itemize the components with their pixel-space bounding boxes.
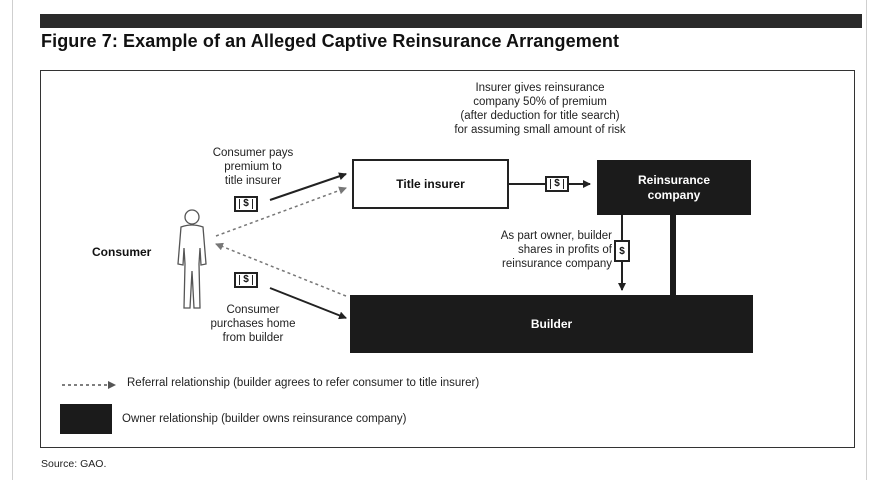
header-rule	[40, 14, 862, 28]
insurer-gives-line: Insurer gives reinsurance	[475, 82, 605, 94]
consumer-label: Consumer	[92, 245, 152, 259]
referral-legend-text: Referral relationship (builder agrees to…	[127, 377, 480, 389]
dollar-bill-icon: $	[234, 272, 258, 288]
consumer-pays-line: title insurer	[224, 175, 282, 187]
dollar-bill-icon: $	[234, 196, 258, 212]
consumer-pays-text: Consumer pays premium to title insurer	[193, 146, 313, 188]
title-insurer-box: Title insurer	[352, 159, 509, 209]
dollar-symbol: $	[239, 275, 253, 285]
dollar-symbol: $	[239, 199, 253, 209]
diagram-frame	[40, 70, 855, 448]
page-border-right	[866, 0, 867, 480]
owner-relationship-connector	[670, 215, 676, 296]
dollar-symbol: $	[550, 179, 564, 189]
reinsurance-label-line: Reinsurance	[637, 172, 711, 187]
source-note: Source: GAO.	[41, 458, 107, 470]
builder-shares-text: As part owner, builder shares in profits…	[432, 229, 612, 271]
insurer-gives-text: Insurer gives reinsurance company 50% of…	[425, 81, 655, 137]
dollar-bill-icon: $	[545, 176, 569, 192]
consumer-purchases-line: from builder	[222, 332, 284, 344]
builder-shares-line: As part owner, builder	[500, 230, 612, 242]
consumer-purchases-line: Consumer	[226, 304, 280, 316]
referral-legend-arrow-icon	[62, 381, 116, 389]
consumer-person-icon	[177, 209, 207, 309]
builder-shares-line: reinsurance company	[502, 258, 612, 270]
builder-shares-line: shares in profits of	[518, 244, 612, 256]
dollar-bill-icon: $	[614, 240, 630, 262]
consumer-pays-line: premium to	[224, 161, 282, 173]
consumer-pays-line: Consumer pays	[212, 147, 294, 159]
owner-legend-text: Owner relationship (builder owns reinsur…	[122, 413, 407, 425]
insurer-gives-line: company 50% of premium	[473, 96, 607, 108]
figure-title: Figure 7: Example of an Alleged Captive …	[41, 31, 620, 51]
page-border-left	[12, 0, 13, 480]
dollar-symbol: $	[619, 245, 625, 257]
insurer-gives-line: (after deduction for title search)	[460, 110, 620, 122]
insurer-gives-line: for assuming small amount of risk	[454, 124, 626, 136]
reinsurance-company-box: Reinsurance company	[597, 160, 751, 215]
reinsurance-label-line: company	[647, 187, 701, 202]
owner-legend-swatch	[60, 404, 112, 434]
consumer-purchases-text: Consumer purchases home from builder	[193, 303, 313, 345]
consumer-purchases-line: purchases home	[210, 318, 296, 330]
builder-box: Builder	[350, 295, 753, 353]
